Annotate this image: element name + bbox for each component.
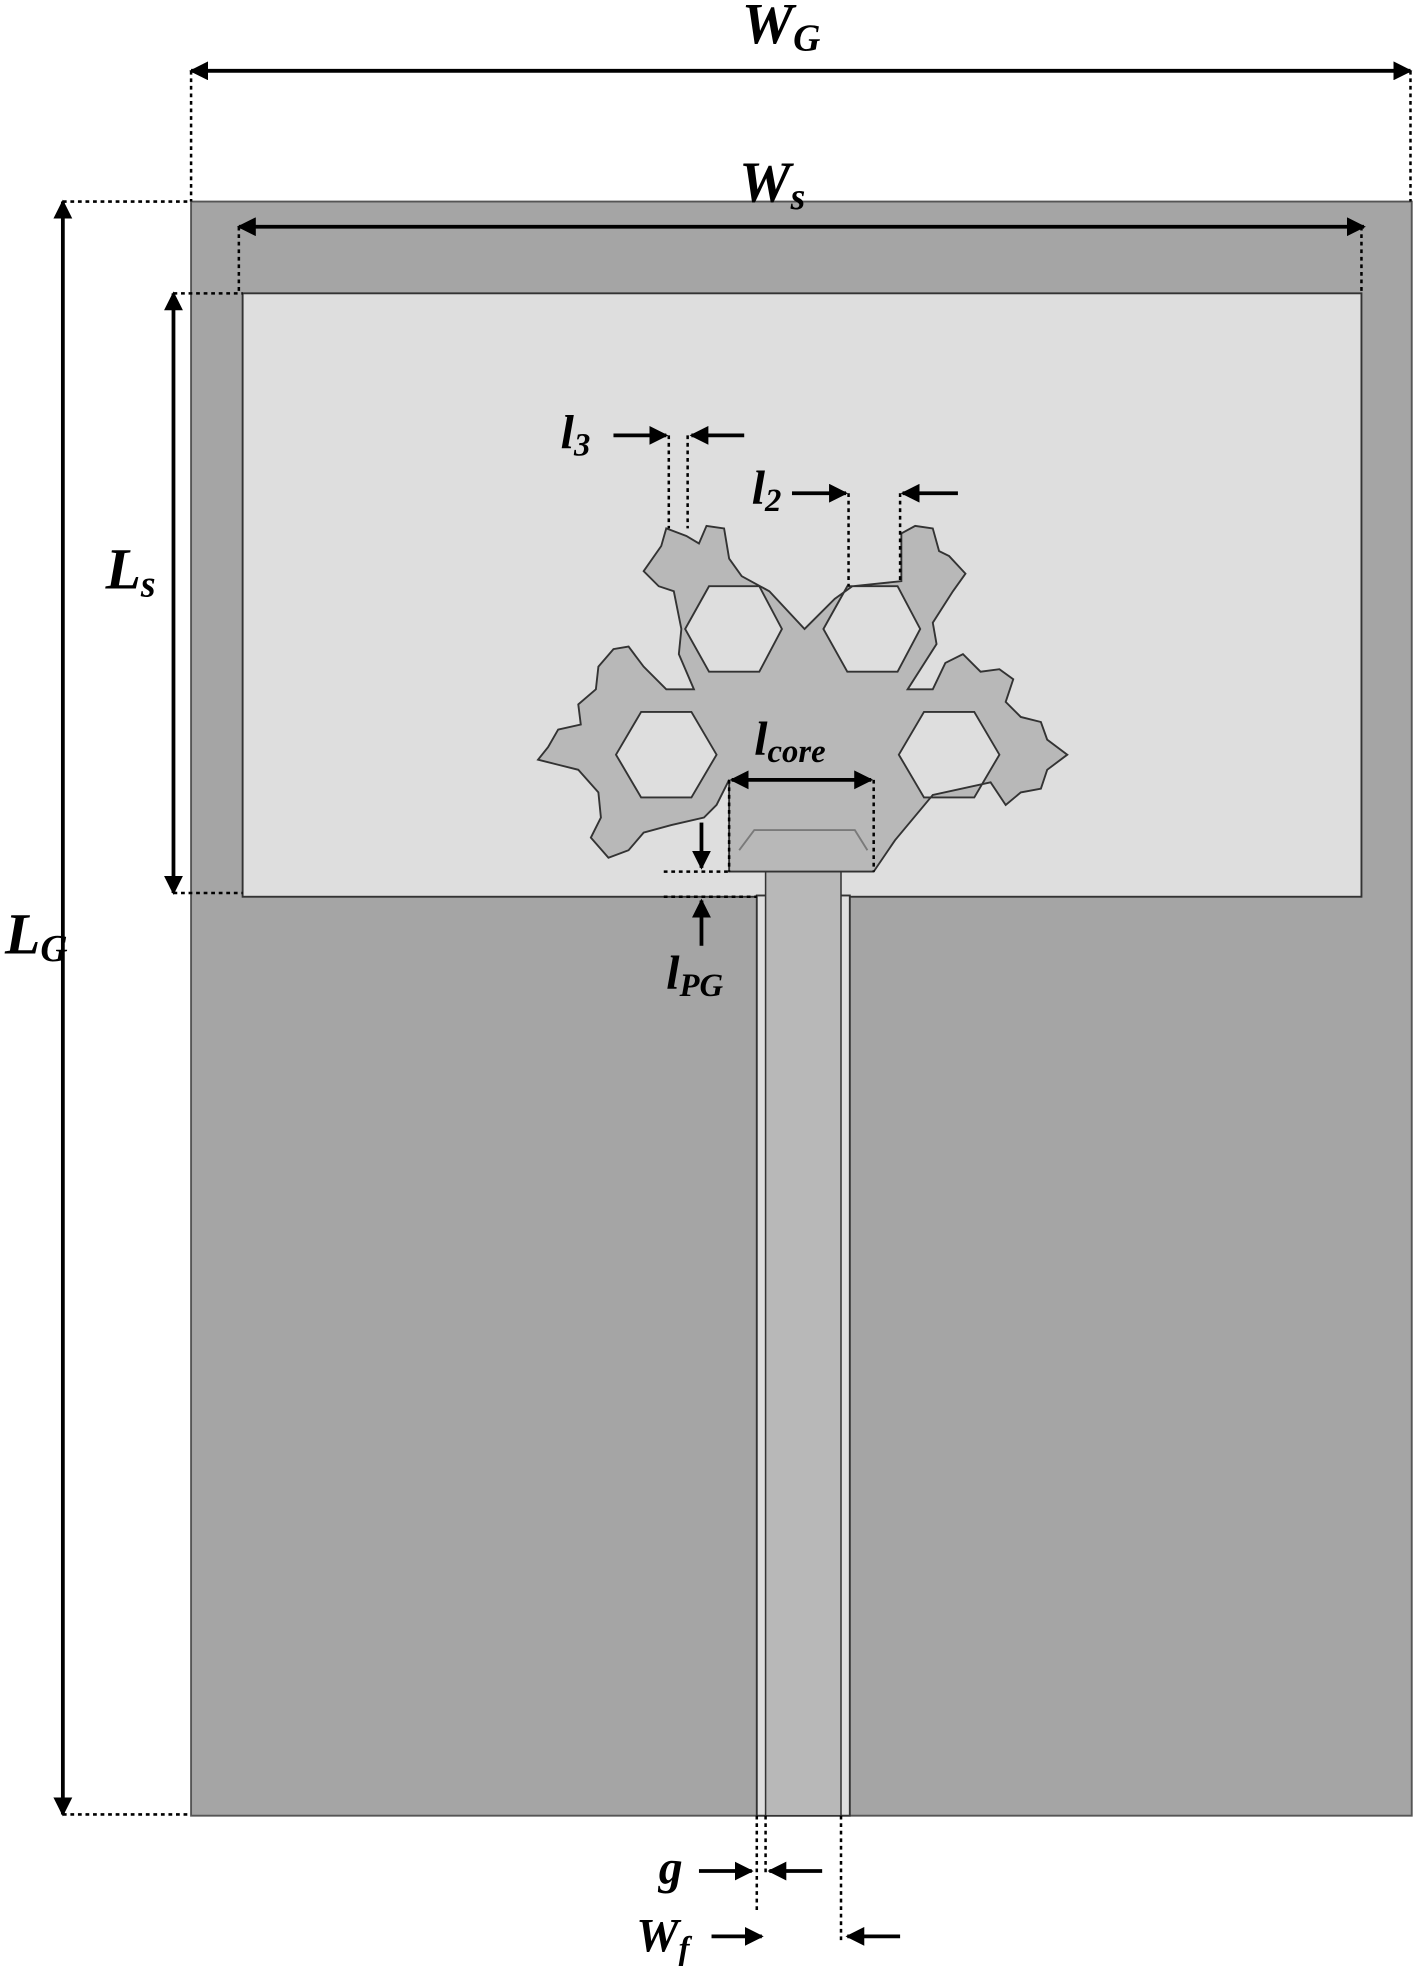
label-ls: Ls (105, 537, 156, 606)
patch-core-notch (738, 829, 869, 851)
dimension-l2 (791, 483, 958, 587)
dimension-lcore (727, 770, 875, 872)
label-wf: Wf (636, 1909, 692, 1967)
label-l3: l3 (561, 406, 591, 464)
dimension-ws (236, 217, 1366, 294)
dimension-wg (189, 61, 1413, 202)
feed-line (764, 870, 842, 1817)
label-lg: LG (4, 901, 68, 970)
dimension-wf (711, 1815, 901, 1946)
label-g: g (658, 1842, 683, 1895)
label-lpg: lPG (666, 947, 723, 1005)
label-l2: l2 (752, 461, 782, 519)
dimension-lpg (663, 822, 757, 946)
snowflake-patch (536, 524, 1069, 873)
dimension-l3 (613, 425, 745, 529)
dimension-g (698, 1815, 823, 1912)
label-wg: WG (742, 0, 821, 60)
label-lcore: lcore (754, 713, 825, 771)
dimension-ls (164, 291, 243, 895)
label-ws: Ws (739, 150, 805, 219)
dimension-lg (53, 199, 192, 1817)
